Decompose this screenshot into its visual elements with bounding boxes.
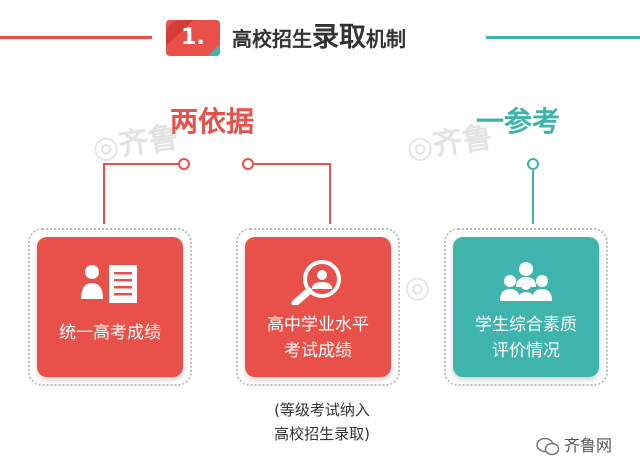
note-line1: (等级考试纳入 xyxy=(274,401,370,419)
connector-left xyxy=(103,163,178,224)
group-people-icon xyxy=(500,262,552,301)
badge-shape xyxy=(166,20,220,56)
footer-brand: 齐鲁网 xyxy=(536,432,612,460)
scorecard-icon xyxy=(81,265,137,303)
header-rule-right xyxy=(486,36,640,39)
basis-title: 两依据 xyxy=(170,105,255,138)
note-line2: 高校招生录取) xyxy=(274,425,370,443)
connector-middle xyxy=(254,163,331,224)
title-part1: 高校招生 xyxy=(232,27,312,51)
chat-bubble-icon xyxy=(536,437,560,455)
card-xueye: 高中学业水平 考试成绩 xyxy=(245,237,391,377)
footer-brand-name: 齐鲁网 xyxy=(564,436,613,455)
badge-number: 1. xyxy=(181,25,205,50)
reference-title: 一参考 xyxy=(476,105,561,138)
title-part2: 机制 xyxy=(366,27,406,51)
magnifier-person-icon xyxy=(291,260,341,305)
card-frame-xueye xyxy=(236,228,400,386)
card-xueye-label-line2: 考试成绩 xyxy=(284,341,352,361)
connector-right-node xyxy=(527,158,539,170)
card-zonghe-label-line2: 评价情况 xyxy=(492,341,560,361)
card-frame-gaokao xyxy=(28,228,192,386)
title-emphasis: 录取 xyxy=(312,22,366,53)
inclusion-note: (等级考试纳入 高校招生录取) xyxy=(252,398,392,446)
connector-left-node xyxy=(178,158,190,170)
number-badge: 1. xyxy=(164,16,222,60)
page-title: 高校招生录取机制 xyxy=(232,20,406,56)
card-xueye-label-line1: 高中学业水平 xyxy=(267,315,369,335)
header-rule-left xyxy=(0,36,152,39)
card-gaokao: 统一高考成绩 xyxy=(37,237,183,377)
card-zonghe: 学生综合素质 评价情况 xyxy=(453,237,599,377)
card-gaokao-label: 统一高考成绩 xyxy=(59,323,161,343)
connector-middle-node xyxy=(242,158,254,170)
card-frame-zonghe xyxy=(444,228,608,386)
card-zonghe-label-line1: 学生综合素质 xyxy=(475,315,577,335)
